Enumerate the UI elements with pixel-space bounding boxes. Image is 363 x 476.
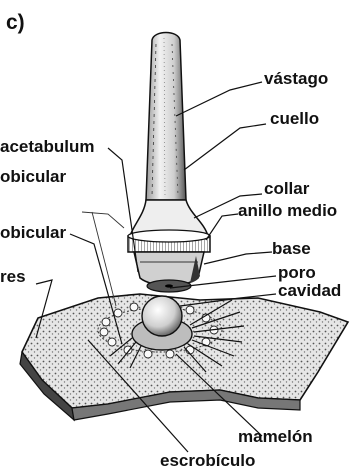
- label-tubercle: res: [0, 268, 26, 286]
- label-collar: collar: [264, 180, 309, 198]
- label-cavidad: cavidad: [278, 282, 341, 300]
- label-escrobicular-2: obicular: [0, 224, 66, 242]
- label-vastago: vástago: [264, 70, 328, 88]
- decorative-line: [82, 212, 124, 306]
- label-escrobiculo: escrobículo: [160, 452, 255, 470]
- label-base: base: [272, 240, 311, 258]
- label-mamelon: mamelón: [238, 428, 313, 446]
- spine: [128, 33, 210, 293]
- test-plate: [20, 294, 348, 420]
- label-poro: poro: [278, 264, 316, 282]
- label-acetabulum: acetabulum: [0, 138, 94, 156]
- panel-label: c): [6, 14, 25, 32]
- label-escrobicular-1: obicular: [0, 168, 66, 186]
- label-anillo-medio: anillo medio: [238, 202, 337, 220]
- label-cuello: cuello: [270, 110, 319, 128]
